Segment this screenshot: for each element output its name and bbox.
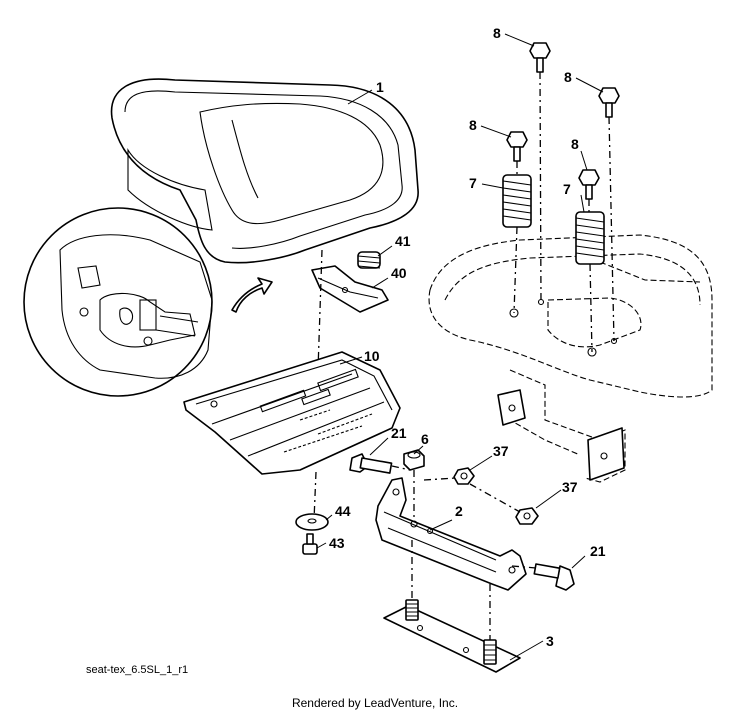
nut-6 — [403, 449, 425, 471]
bolt-8-a — [529, 42, 551, 303]
callout-washer-44: 44 — [335, 503, 351, 519]
washer-44 — [295, 513, 329, 531]
callout-seat-pan: 10 — [364, 348, 380, 364]
bolt-21-left — [349, 453, 411, 474]
mount-plate — [383, 599, 521, 673]
diagram-id: seat-tex_6.5SL_1_r1 — [86, 664, 189, 676]
callout-nut-37-upper: 37 — [493, 443, 509, 459]
spring-small — [357, 251, 381, 269]
callout-seat-bracket: 2 — [455, 503, 463, 519]
callout-screw-43: 43 — [329, 535, 345, 551]
screw-43 — [302, 533, 318, 555]
callout-bolt-8-c: 8 — [469, 117, 477, 133]
bolt-21-right — [511, 563, 575, 591]
spring-left — [502, 174, 532, 314]
callout-nut-6: 6 — [421, 431, 429, 447]
callout-spring-right: 7 — [563, 181, 571, 197]
render-credit: Rendered by LeadVenture, Inc. — [291, 696, 459, 710]
seat — [110, 78, 419, 264]
clip — [311, 265, 389, 313]
spring-right — [575, 211, 605, 353]
callout-seat: 1 — [376, 79, 384, 95]
callout-bolt-21-right: 21 — [590, 543, 606, 559]
bolt-8-c — [506, 131, 528, 175]
callout-labels: 1 2 3 6 7 7 8 8 8 8 10 21 21 37 37 40 41… — [329, 25, 606, 649]
bolt-8-b — [598, 87, 620, 342]
bolt-8-d — [578, 169, 600, 212]
callout-clip: 40 — [391, 265, 407, 281]
seat-bracket — [375, 477, 527, 591]
detail-magnifier — [23, 207, 273, 397]
callout-bolt-8-b: 8 — [564, 69, 572, 85]
callout-spring-small: 41 — [395, 233, 411, 249]
callout-mount-plate: 3 — [546, 633, 554, 649]
callout-nut-37-lower: 37 — [562, 479, 578, 495]
callout-bolt-8-a: 8 — [493, 25, 501, 41]
leader-lines — [316, 33, 604, 661]
nut-37-lower — [515, 507, 539, 525]
callout-bolt-21-left: 21 — [391, 425, 407, 441]
callout-bolt-8-d: 8 — [571, 136, 579, 152]
tractor-frame — [428, 234, 713, 483]
callout-spring-left: 7 — [469, 175, 477, 191]
nut-37-upper — [453, 467, 475, 485]
seat-pan — [183, 351, 401, 475]
